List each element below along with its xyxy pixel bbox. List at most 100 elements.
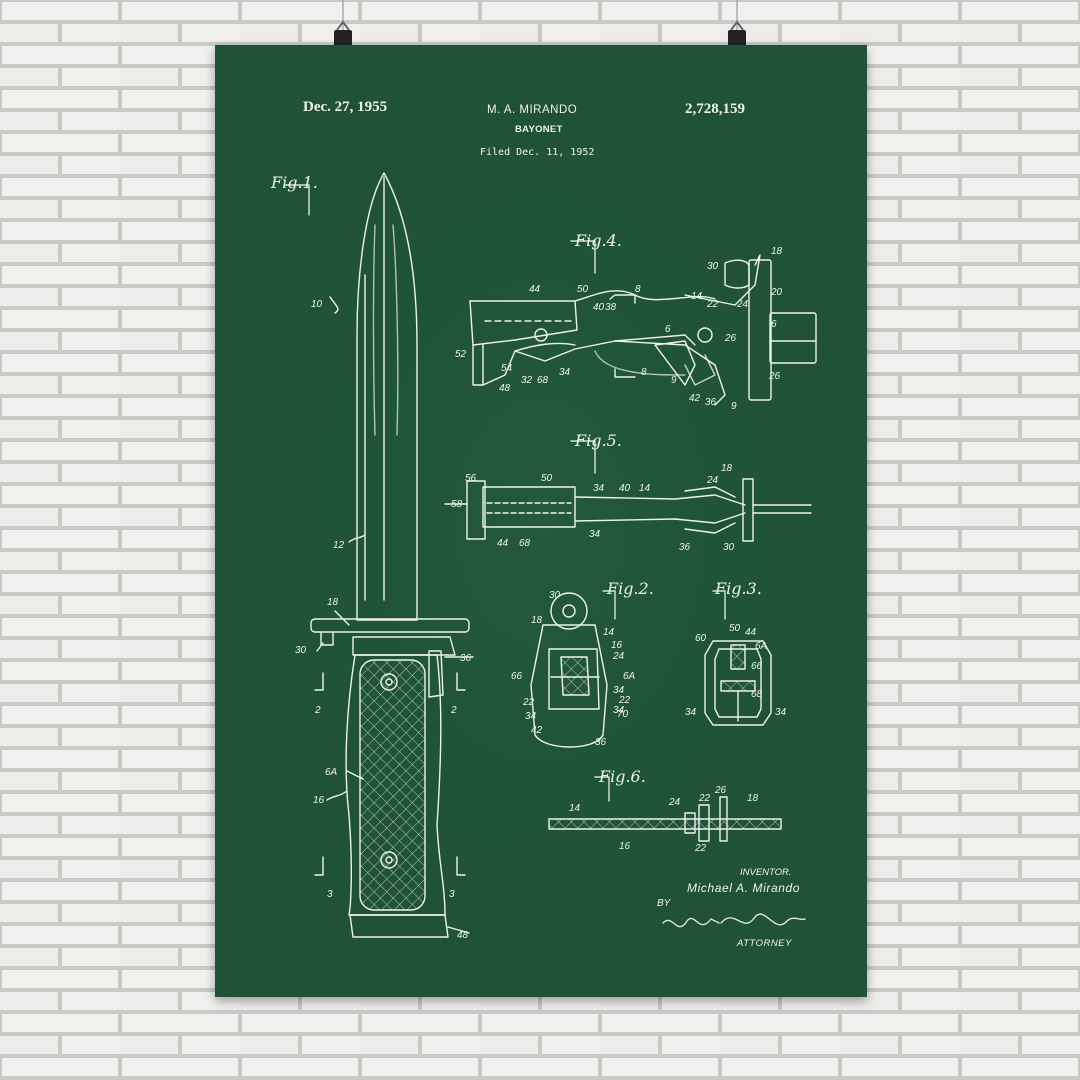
svg-text:50: 50 [729,623,741,634]
svg-text:48: 48 [499,383,511,394]
figure-4-label: Fig.4. [575,231,622,250]
svg-text:22: 22 [706,299,719,310]
attorney-label: ATTORNEY [737,938,792,949]
svg-text:58: 58 [451,499,463,510]
svg-text:6: 6 [665,324,671,335]
svg-text:18: 18 [771,246,783,257]
svg-text:44: 44 [745,627,757,638]
patent-filed-date: Filed Dec. 11, 1952 [480,147,595,158]
svg-text:2: 2 [314,705,321,716]
svg-text:26: 26 [768,371,781,382]
svg-text:38: 38 [605,302,617,313]
svg-text:24: 24 [736,299,749,310]
svg-text:68: 68 [537,375,549,386]
svg-text:40: 40 [619,483,631,494]
svg-text:24: 24 [612,651,625,662]
svg-text:14: 14 [569,803,581,814]
svg-text:52: 52 [455,349,467,360]
svg-text:24: 24 [668,797,681,808]
svg-text:26: 26 [714,785,727,796]
svg-text:34: 34 [593,483,605,494]
svg-text:48: 48 [457,930,469,941]
inventor-label: INVENTOR. [740,867,792,878]
svg-text:34: 34 [525,711,537,722]
figure-3-label: Fig.3. [715,579,762,598]
svg-text:30: 30 [707,261,719,272]
svg-text:54: 54 [501,363,513,374]
figure-6-label: Fig.6. [599,767,646,786]
patent-number: 2,728,159 [685,101,745,117]
svg-text:16: 16 [313,795,325,806]
patent-date: Dec. 27, 1955 [303,99,388,115]
svg-text:16: 16 [619,841,631,852]
svg-text:14: 14 [691,291,703,302]
svg-text:2: 2 [450,705,457,716]
svg-text:6A: 6A [325,767,338,778]
svg-text:50: 50 [577,284,589,295]
svg-text:44: 44 [529,284,541,295]
patent-inventor-heading: M. A. MIRANDO [487,104,578,116]
svg-text:6A: 6A [623,671,636,682]
svg-text:22: 22 [618,695,631,706]
svg-text:14: 14 [603,627,615,638]
svg-text:70: 70 [617,709,629,720]
svg-text:44: 44 [497,538,509,549]
figure-2-section [530,592,608,748]
svg-text:34: 34 [613,685,625,696]
svg-text:3: 3 [449,889,455,900]
svg-text:22: 22 [698,793,711,804]
svg-text:42: 42 [531,725,543,736]
svg-text:24: 24 [706,475,719,486]
figure-6-detail [548,796,782,842]
svg-text:36: 36 [679,542,691,553]
svg-text:60: 60 [695,633,707,644]
svg-text:30: 30 [723,542,735,553]
svg-text:3: 3 [327,889,333,900]
by-label: BY [657,898,671,909]
inventor-name: Michael A. Mirando [687,881,801,895]
svg-text:6A: 6A [755,641,768,652]
svg-text:22: 22 [694,843,707,854]
svg-text:8: 8 [641,367,647,378]
svg-text:22: 22 [522,697,535,708]
figure-1-label: Fig.1. [271,173,318,192]
svg-text:34: 34 [589,529,601,540]
svg-text:34: 34 [775,707,787,718]
svg-text:26: 26 [724,333,737,344]
svg-text:9: 9 [731,401,737,412]
figure-4-side-view [469,254,817,406]
svg-text:36: 36 [595,737,607,748]
figure-1-bayonet [310,172,474,938]
figure-3-section [704,640,772,726]
svg-text:9: 9 [671,375,677,386]
svg-text:68: 68 [751,689,763,700]
svg-text:36: 36 [705,397,717,408]
svg-text:18: 18 [327,597,339,608]
figure-2-label: Fig.2. [607,579,654,598]
svg-text:14: 14 [639,483,651,494]
svg-text:40: 40 [593,302,605,313]
svg-text:10: 10 [311,299,323,310]
svg-text:34: 34 [559,367,571,378]
svg-text:68: 68 [519,538,531,549]
svg-text:30: 30 [549,590,561,601]
figure-5-top-view [444,478,812,542]
svg-text:18: 18 [721,463,733,474]
svg-text:42: 42 [689,393,701,404]
svg-text:18: 18 [747,793,759,804]
svg-text:66: 66 [511,671,523,682]
svg-text:34: 34 [613,705,625,716]
svg-text:12: 12 [333,540,345,551]
svg-text:66: 66 [751,661,763,672]
svg-text:30: 30 [295,645,307,656]
figure-5-label: Fig.5. [575,431,622,450]
svg-text:8: 8 [635,284,641,295]
svg-text:18: 18 [531,615,543,626]
svg-text:32: 32 [521,375,533,386]
svg-text:20: 20 [770,287,783,298]
svg-text:34: 34 [685,707,697,718]
svg-text:36: 36 [460,653,472,664]
patent-title: BAYONET [515,124,563,135]
